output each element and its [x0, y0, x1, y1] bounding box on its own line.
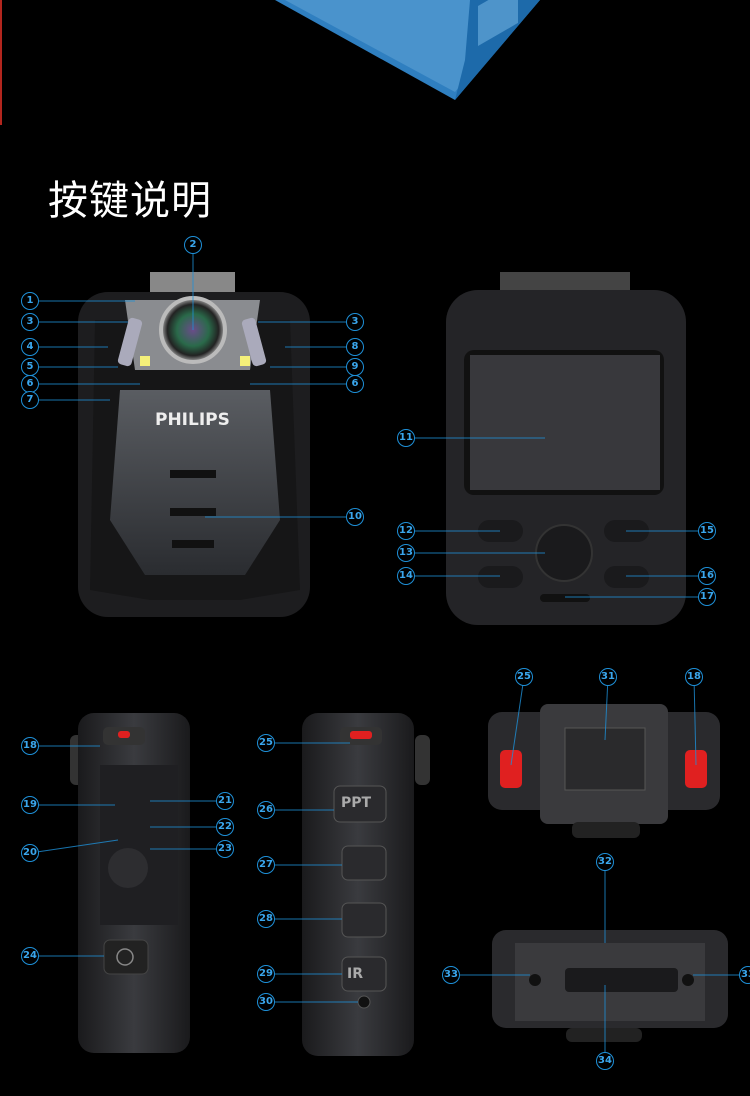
brand-logo: PHILIPS: [155, 410, 230, 430]
callout-33: 33: [442, 966, 460, 984]
callout-leader-line: [604, 676, 609, 741]
callout-14: 14: [397, 567, 415, 585]
ir-button-label: IR: [347, 966, 363, 982]
callout-25: 25: [515, 668, 533, 686]
front-view: [78, 272, 310, 617]
callout-24: 24: [21, 947, 39, 965]
callout-22: 22: [216, 818, 234, 836]
callout-31: 31: [599, 668, 617, 686]
callout-34: 34: [596, 1052, 614, 1070]
callout-7: 7: [21, 391, 39, 409]
callout-12: 12: [397, 522, 415, 540]
callout-5: 5: [21, 358, 39, 376]
callout-10: 10: [346, 508, 364, 526]
callout-18: 18: [685, 668, 703, 686]
callout-1: 1: [21, 292, 39, 310]
page-edge-line: [0, 0, 2, 125]
callout-28: 28: [257, 910, 275, 928]
callout-4: 4: [21, 338, 39, 356]
callout-9: 9: [346, 358, 364, 376]
left-side-view: [70, 713, 190, 1053]
callout-6: 6: [346, 375, 364, 393]
callout-33: 33: [739, 966, 750, 984]
bottom-view: [492, 930, 728, 1042]
callout-30: 30: [257, 993, 275, 1011]
callout-17: 17: [698, 588, 716, 606]
page-title: 按键说明: [48, 178, 212, 224]
right-side-view: [302, 713, 430, 1056]
callout-11: 11: [397, 429, 415, 447]
callout-32: 32: [596, 853, 614, 871]
callout-25: 25: [257, 734, 275, 752]
callout-3: 3: [21, 313, 39, 331]
callout-20: 20: [21, 844, 39, 862]
callout-26: 26: [257, 801, 275, 819]
callout-leader-line: [29, 839, 119, 854]
callout-19: 19: [21, 796, 39, 814]
ppt-button-label: PPT: [341, 795, 372, 811]
top-view: [488, 704, 720, 838]
back-view: [446, 272, 686, 625]
callout-16: 16: [698, 567, 716, 585]
callout-15: 15: [698, 522, 716, 540]
callout-3: 3: [346, 313, 364, 331]
callout-leader-line: [693, 676, 697, 766]
callout-27: 27: [257, 856, 275, 874]
product-box-graphic: [275, 0, 540, 100]
callout-18: 18: [21, 737, 39, 755]
callout-23: 23: [216, 840, 234, 858]
callout-8: 8: [346, 338, 364, 356]
callout-29: 29: [257, 965, 275, 983]
callout-21: 21: [216, 792, 234, 810]
callout-leader-line: [510, 676, 525, 766]
callout-13: 13: [397, 544, 415, 562]
callout-2: 2: [184, 236, 202, 254]
